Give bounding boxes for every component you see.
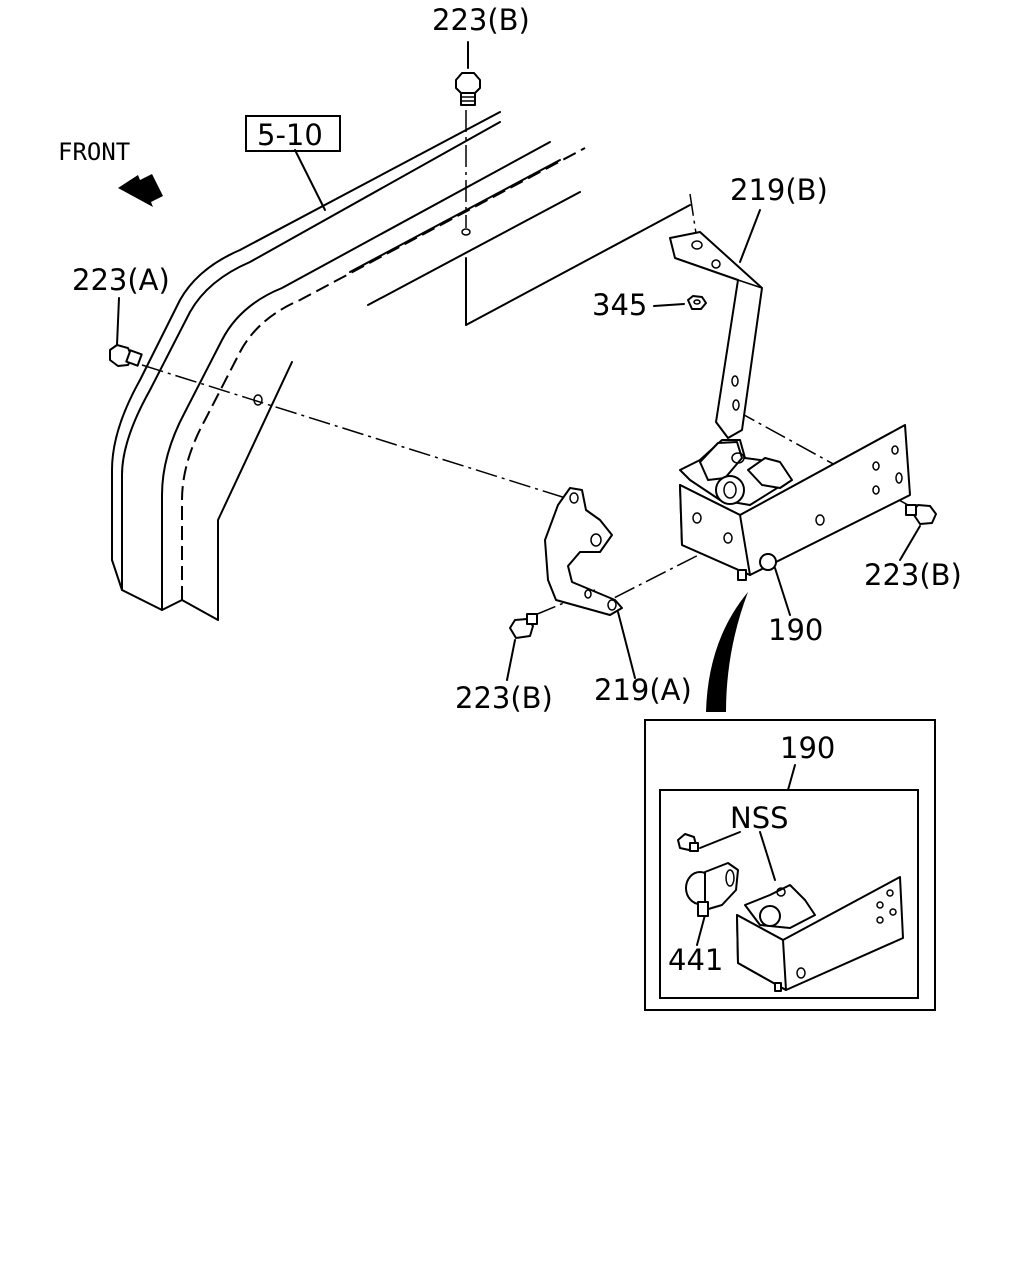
bolt-top-label: 223(B) xyxy=(432,3,530,37)
bolt-top xyxy=(455,72,481,106)
inset-part-441 xyxy=(685,862,739,917)
front-label: FRONT xyxy=(58,138,130,166)
callout-wedge xyxy=(706,592,748,712)
bracket-219a-label: 219(A) xyxy=(594,673,692,707)
cab-pillar-panel xyxy=(111,111,691,621)
bolt-left-label: 223(A) xyxy=(72,263,170,297)
nut-345 xyxy=(687,295,707,310)
bolt-left xyxy=(109,344,143,367)
front-arrow-icon xyxy=(118,174,163,207)
bracket-219b xyxy=(669,231,763,439)
bracket-219a xyxy=(544,487,623,616)
bolt-bottom xyxy=(509,613,538,639)
ref-5-10-label: 5-10 xyxy=(257,118,323,152)
inset-nss-screw xyxy=(677,833,699,852)
bolt-right-label: 223(B) xyxy=(864,558,962,592)
bolt-right xyxy=(905,504,937,525)
inset-190-label: 190 xyxy=(780,731,835,765)
part-190-label: 190 xyxy=(768,613,823,647)
ref-5-10-box xyxy=(245,115,341,152)
leader-lines xyxy=(116,41,921,946)
bolt-bottom-label: 223(B) xyxy=(455,681,553,715)
bracket-219b-label: 219(B) xyxy=(730,173,828,207)
inset-inner-box xyxy=(659,789,919,999)
assembly-190 xyxy=(679,424,911,581)
nut-345-label: 345 xyxy=(592,288,647,322)
part-441-label: 441 xyxy=(668,943,723,977)
inset-assembly-190 xyxy=(736,876,904,992)
nss-label: NSS xyxy=(730,801,789,835)
inset-outer-box xyxy=(644,719,936,1011)
